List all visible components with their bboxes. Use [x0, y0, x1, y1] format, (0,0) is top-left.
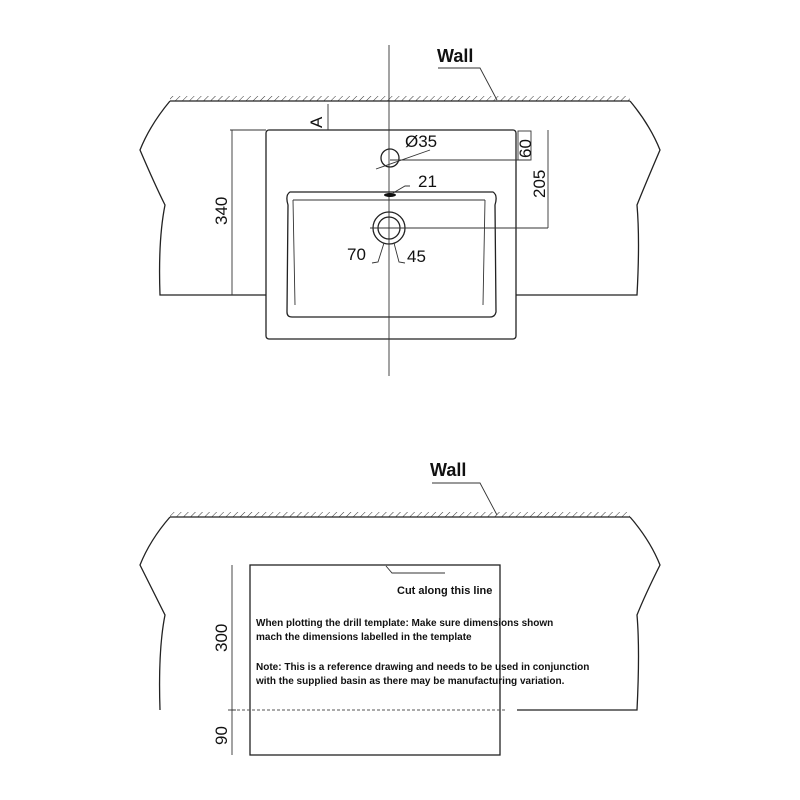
- drill-template: [249, 564, 501, 756]
- instruction-line-1: When plotting the drill template: Make s…: [256, 618, 553, 629]
- overflow-leader: [392, 185, 410, 194]
- waste-inner-leader: [393, 242, 406, 264]
- counter-outline-left: [139, 516, 171, 711]
- waste-outer-leader: [371, 242, 385, 264]
- basin-bowl: [286, 191, 497, 318]
- wall-label: Wall: [430, 460, 466, 480]
- overflow-slot: [384, 193, 396, 197]
- tap-offset-box: [517, 130, 532, 161]
- waste-outer-dim: 70: [347, 245, 366, 264]
- wall-leader: [432, 482, 498, 516]
- tap-hole: [380, 148, 400, 168]
- wall-label: Wall: [437, 46, 473, 66]
- template-lower-dim: 90: [212, 726, 231, 745]
- tap-offset-dim: 60: [516, 139, 535, 158]
- tap-hole-dim: Ø35: [405, 132, 437, 151]
- instruction-line-2: mach the dimensions labelled in the temp…: [256, 632, 472, 643]
- counter-outline-right: [516, 100, 661, 296]
- overflow-dim: 21: [418, 172, 437, 191]
- depth-dim: 340: [212, 197, 231, 225]
- waste-offset-dim: 205: [530, 170, 549, 198]
- template-view: Wall Cut along this line When plotting t…: [139, 460, 661, 756]
- template-height-dim: 300: [212, 624, 231, 652]
- waste-inner-dim: 45: [407, 247, 426, 266]
- wall-leader: [438, 67, 498, 101]
- tap-hole-leader: [375, 149, 431, 170]
- note-line-1: Note: This is a reference drawing and ne…: [256, 662, 589, 673]
- counter-outline-left: [139, 100, 266, 296]
- wall-hatching: [170, 96, 630, 101]
- wall-hatching: [170, 512, 630, 517]
- top-view: Wall Ø35 60 21 205 70 45 A 340: [139, 45, 661, 376]
- cut-label: Cut along this line: [397, 585, 492, 597]
- cut-leader: [385, 565, 445, 574]
- dim-a: A: [307, 116, 326, 128]
- note-line-2: with the supplied basin as there may be …: [255, 676, 565, 687]
- counter-outline-right: [517, 516, 661, 711]
- basin-outline: [265, 129, 517, 340]
